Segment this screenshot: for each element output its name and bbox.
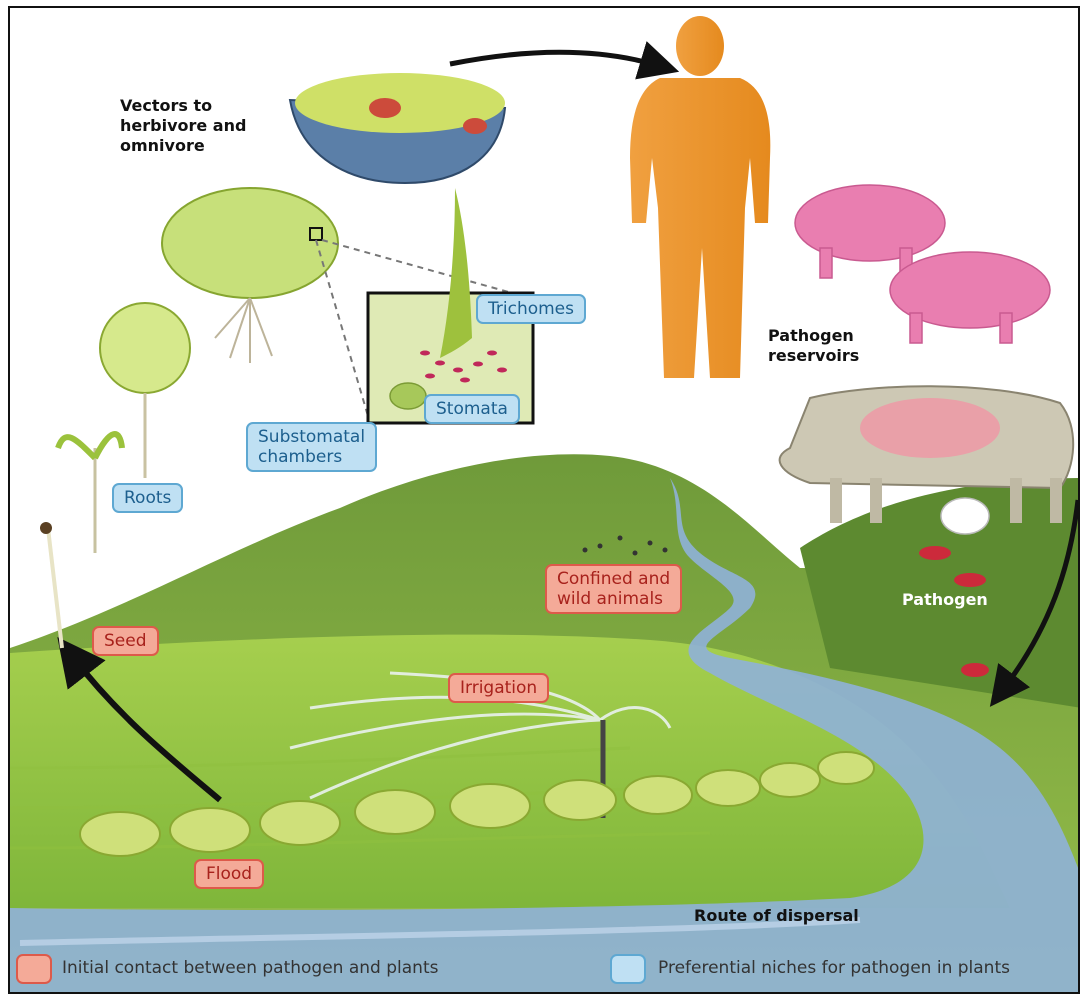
confined-line2: wild animals bbox=[557, 589, 670, 609]
irrigation-tag: Irrigation bbox=[448, 673, 549, 703]
reservoirs-line1: Pathogen bbox=[768, 326, 859, 346]
substomatal-tag: Substomatal chambers bbox=[246, 422, 377, 472]
route-of-dispersal-label: Route of dispersal bbox=[694, 906, 859, 926]
legend-text-contact: Initial contact between pathogen and pla… bbox=[62, 958, 438, 978]
flood-tag: Flood bbox=[194, 859, 264, 889]
human-figure bbox=[630, 16, 770, 378]
vector-arrow bbox=[450, 52, 660, 66]
legend-swatch-contact bbox=[16, 954, 52, 984]
vectors-label-line3: omnivore bbox=[120, 136, 246, 156]
confined-animals-tag: Confined and wild animals bbox=[545, 564, 682, 614]
stomata-tag: Stomata bbox=[424, 394, 520, 424]
vectors-label-line1: Vectors to bbox=[120, 96, 246, 116]
figure-frame: Vectors to herbivore and omnivore Pathog… bbox=[8, 6, 1080, 994]
confined-line1: Confined and bbox=[557, 569, 670, 589]
legend-swatch-niche bbox=[610, 954, 646, 984]
pathogen-reservoirs-label: Pathogen reservoirs bbox=[768, 326, 859, 366]
legend-text-niche: Preferential niches for pathogen in plan… bbox=[658, 958, 1010, 978]
pathogen-label: Pathogen bbox=[902, 590, 988, 610]
substomatal-line2: chambers bbox=[258, 447, 365, 467]
substomatal-line1: Substomatal bbox=[258, 427, 365, 447]
roots-tag: Roots bbox=[112, 483, 183, 513]
vectors-label-line2: herbivore and bbox=[120, 116, 246, 136]
vectors-label: Vectors to herbivore and omnivore bbox=[120, 96, 246, 156]
seed-tag: Seed bbox=[92, 626, 159, 656]
reservoirs-line2: reservoirs bbox=[768, 346, 859, 366]
pigs bbox=[795, 185, 1050, 343]
trichomes-tag: Trichomes bbox=[476, 294, 586, 324]
